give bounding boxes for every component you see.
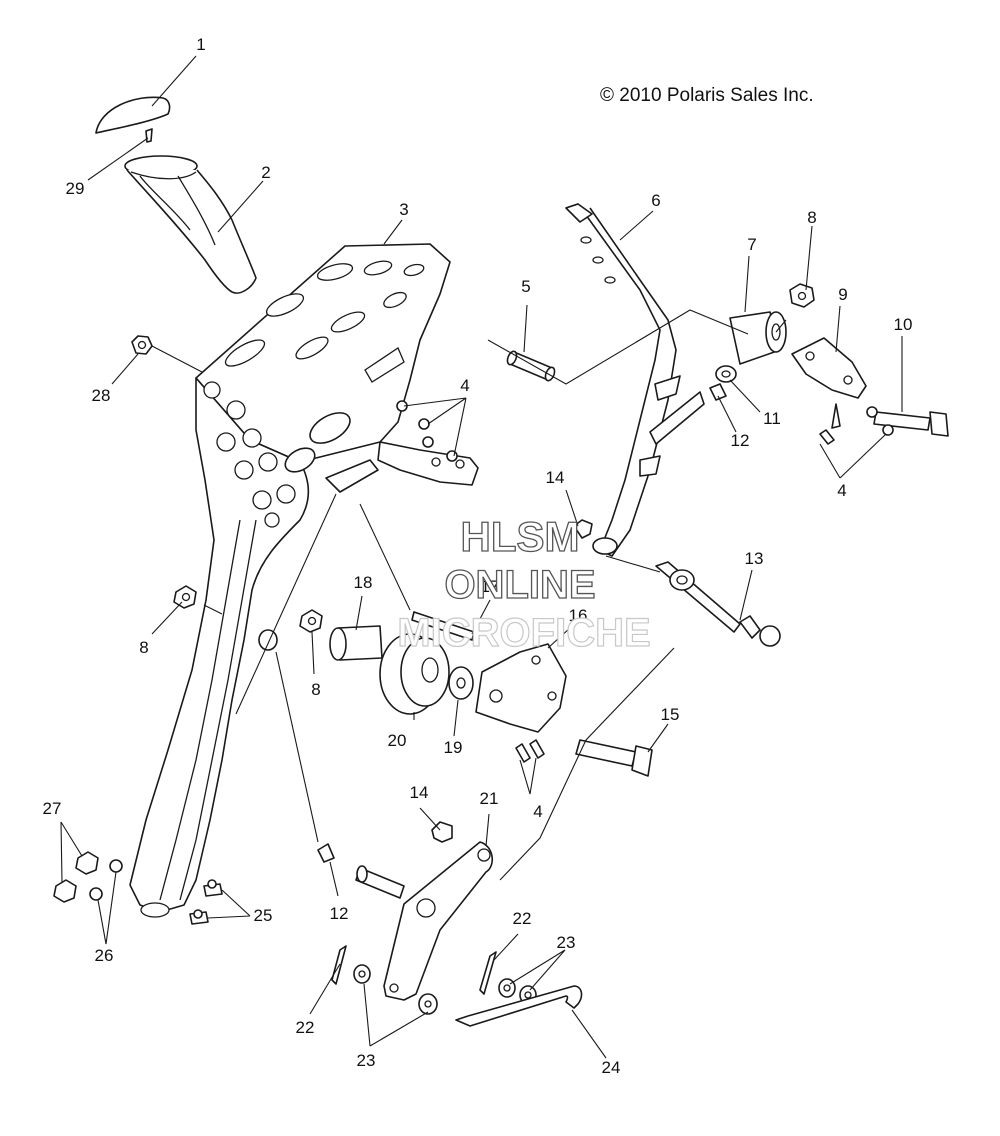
- callout-4-lower: 4: [533, 802, 542, 821]
- callout-20: 20: [388, 731, 407, 750]
- part-clip-12-top: [709, 383, 727, 401]
- part-shift-lever: [565, 203, 705, 557]
- callout-23-left: 23: [357, 1051, 376, 1070]
- part-nut-28: [131, 335, 153, 355]
- part-shift-knob: [124, 155, 257, 294]
- callout-2: 2: [261, 163, 270, 182]
- part-washer-19: [448, 666, 474, 700]
- callout-29: 29: [66, 179, 85, 198]
- part-rod-end-13: [655, 561, 781, 647]
- part-bolts-4-right: [819, 403, 894, 445]
- leader-lines: [60, 55, 903, 1059]
- part-bolts-4-top: [396, 400, 458, 462]
- callout-8-top: 8: [807, 208, 816, 227]
- callout-10: 10: [894, 315, 913, 334]
- part-bracket-16: [475, 643, 567, 733]
- callout-16: 16: [569, 606, 588, 625]
- callout-labels: 1 29 2 3 28 4 5 6 7 8 9 10 11 12 4 14 13…: [43, 35, 913, 1077]
- callout-14-upper: 14: [546, 468, 565, 487]
- callout-4-right: 4: [837, 481, 846, 500]
- watermark: HLSM ONLINE MICROFICHE: [397, 512, 652, 655]
- watermark-line-3: MICROFICHE: [397, 611, 650, 655]
- callout-22-left: 22: [296, 1018, 315, 1037]
- callout-8-mid: 8: [311, 680, 320, 699]
- part-cotter-22-right: [479, 951, 497, 995]
- part-shifter-bracket: [129, 243, 479, 918]
- part-nut-8-left: [173, 585, 197, 609]
- callout-6: 6: [651, 191, 660, 210]
- part-link-rod-24: [455, 985, 583, 1027]
- callout-27: 27: [43, 799, 62, 818]
- part-bolts-25: [189, 879, 223, 925]
- part-roller-20: [379, 633, 450, 715]
- callout-14-lower: 14: [410, 783, 429, 802]
- callout-5: 5: [521, 277, 530, 296]
- watermark-line-1: HLSM: [461, 513, 580, 560]
- callout-9: 9: [838, 285, 847, 304]
- callout-24: 24: [602, 1058, 621, 1077]
- part-nut-14-upper: [573, 519, 593, 539]
- part-bolt-15: [575, 739, 653, 777]
- callout-13: 13: [745, 549, 764, 568]
- callout-12-top: 12: [731, 431, 750, 450]
- callout-8-left: 8: [139, 638, 148, 657]
- part-nuts-27: [53, 851, 99, 903]
- part-pin-29: [145, 128, 153, 143]
- copyright-text: © 2010 Polaris Sales Inc.: [600, 85, 814, 106]
- callout-3: 3: [399, 200, 408, 219]
- callout-28: 28: [92, 386, 111, 405]
- callout-1: 1: [196, 35, 205, 54]
- part-bracket-9: [791, 337, 867, 399]
- part-nut-8-top: [789, 283, 815, 308]
- callout-25: 25: [254, 906, 273, 925]
- callout-18: 18: [354, 573, 373, 592]
- callout-22-right: 22: [513, 909, 532, 928]
- callout-15: 15: [661, 705, 680, 724]
- callout-7: 7: [747, 235, 756, 254]
- part-washer-11: [715, 365, 737, 383]
- callout-12-lower: 12: [330, 904, 349, 923]
- part-nut-8-mid: [299, 609, 323, 633]
- callout-4-top: 4: [460, 376, 469, 395]
- part-plate-bushing: [258, 629, 278, 651]
- callout-11: 11: [763, 409, 781, 428]
- part-spacer-7: [729, 311, 787, 365]
- watermark-line-2: ONLINE: [444, 563, 595, 607]
- callout-21: 21: [480, 789, 499, 808]
- part-linkage-21: [355, 841, 493, 1001]
- part-knob-cap: [95, 96, 171, 134]
- part-clip-12-lower: [317, 843, 335, 863]
- callout-26: 26: [95, 946, 114, 965]
- callout-19: 19: [444, 738, 463, 757]
- callout-23-right: 23: [557, 933, 576, 952]
- callout-17: 17: [481, 577, 500, 596]
- part-pin-17: [411, 611, 475, 641]
- part-spacer-18: [329, 625, 383, 661]
- part-bolts-4-lower: [515, 739, 545, 763]
